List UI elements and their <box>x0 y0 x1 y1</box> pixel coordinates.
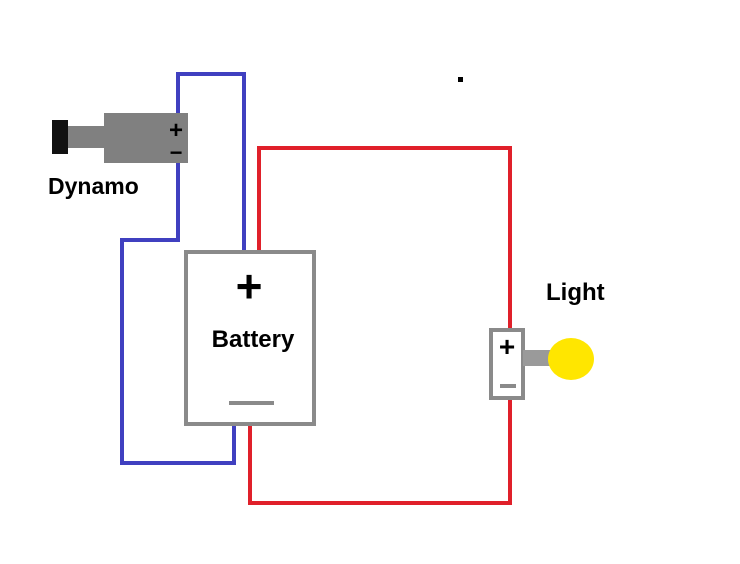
dynamo: + − Dynamo <box>48 113 188 199</box>
dynamo-minus-terminal: − <box>170 140 183 165</box>
bulb-glass <box>548 338 594 380</box>
dynamo-body <box>104 113 188 163</box>
blue-wire-top <box>176 72 246 260</box>
stray-dot <box>458 77 463 82</box>
red-wire-bottom <box>248 396 512 505</box>
dynamo-label: Dynamo <box>48 173 139 199</box>
blue-wire-bottom <box>120 160 236 465</box>
red-wires <box>248 146 512 505</box>
bulb-base <box>523 350 553 366</box>
light-plus-terminal: + <box>499 331 515 362</box>
battery-casing <box>184 250 316 426</box>
battery-label: Battery <box>212 326 295 353</box>
dynamo-plus-terminal: + <box>169 117 183 144</box>
dynamo-shaft <box>52 120 68 154</box>
light: + Light <box>489 279 605 400</box>
blue-wires <box>120 72 246 465</box>
battery-plus-terminal: + <box>236 260 263 312</box>
battery: + Battery <box>184 250 316 426</box>
red-wire-top <box>257 146 512 332</box>
dynamo-shaft-connector <box>68 126 108 148</box>
light-label: Light <box>546 279 605 306</box>
